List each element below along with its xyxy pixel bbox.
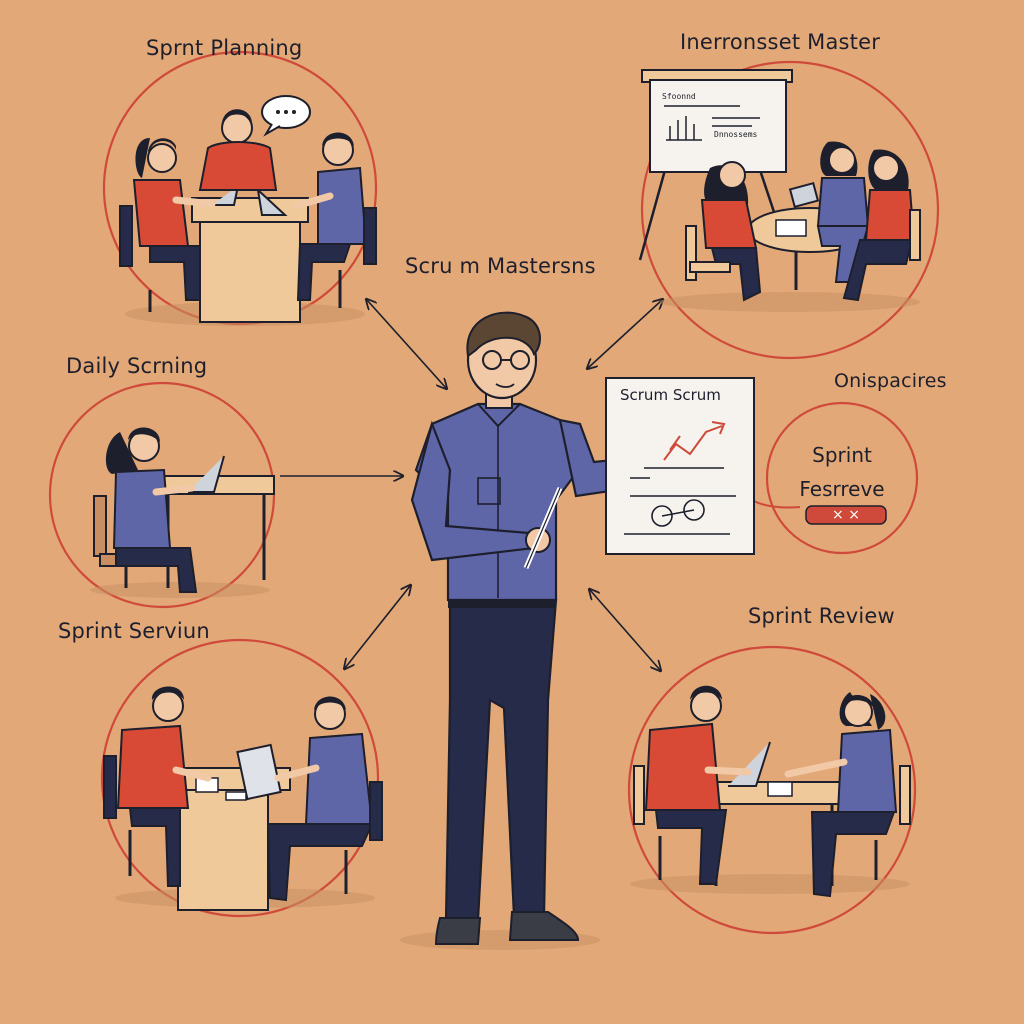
sticker-badge	[805, 505, 887, 525]
scene-retro-master	[638, 69, 921, 312]
arrow-review	[590, 590, 660, 670]
sticker-badge-text: × ×	[832, 507, 860, 523]
label-retro-master: Inerronsset Master	[680, 30, 881, 54]
arrow-planning	[367, 300, 446, 388]
label-sprint-planning: Sprnt Planning	[146, 36, 303, 60]
circle-sprint-service	[100, 638, 380, 918]
label-obstacles: Onispacires	[834, 370, 947, 392]
label-sprint-service: Sprint Serviun	[58, 619, 210, 643]
whiteboard-title: Scrum Scrum	[620, 386, 721, 404]
scene-sprint-service	[103, 686, 383, 911]
flipchart-line-1: Sfoonnd	[662, 92, 696, 101]
scene-daily	[90, 427, 275, 598]
arrow-service	[345, 586, 410, 668]
label-daily: Daily Scrning	[66, 354, 208, 378]
scene-sprint-planning	[119, 95, 377, 326]
flipchart-line-2: Dnnossems	[714, 130, 758, 139]
scene-sprint-review	[630, 685, 911, 898]
scrum-master-figure	[400, 311, 682, 950]
sticker-line-2: Fesrreve	[799, 477, 885, 501]
circle-retro-master	[640, 60, 940, 360]
label-center-title: Scru m Mastersns	[405, 254, 596, 278]
label-sprint-review: Sprint Review	[748, 604, 895, 628]
sticker-line-1: Sprint	[812, 443, 872, 467]
circle-sprint-review	[627, 645, 917, 935]
circle-obstacles	[765, 401, 919, 555]
whiteboard	[605, 377, 755, 555]
arrow-retro	[588, 300, 662, 368]
